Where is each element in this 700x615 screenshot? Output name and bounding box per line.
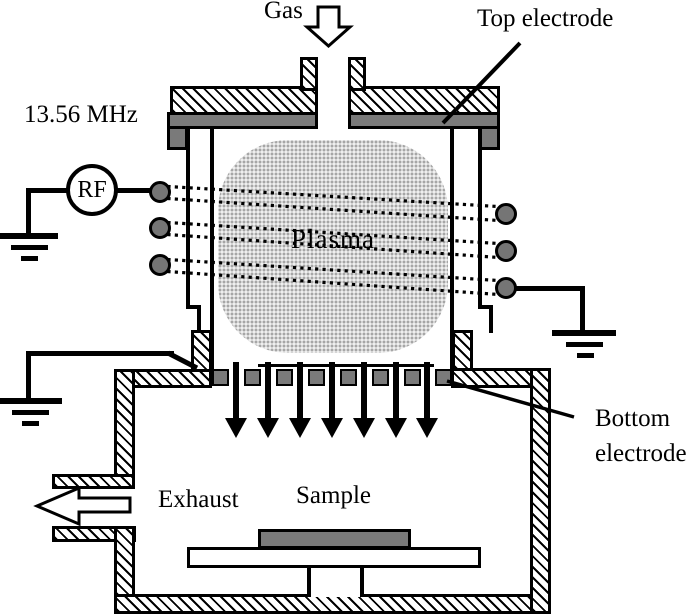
ion-arrow-shaft xyxy=(424,362,430,420)
ion-arrow-head xyxy=(289,418,311,438)
ground-icon xyxy=(566,342,603,347)
sample-label: Sample xyxy=(296,482,371,509)
bottom-electrode-segment xyxy=(372,369,389,386)
rf-wire-right xyxy=(112,188,152,193)
bottom-electrode-label: Bottom electrode xyxy=(595,405,687,467)
bottom-electrode-segment xyxy=(212,369,229,386)
ion-arrow-head xyxy=(385,418,407,438)
top-plate-right-stub xyxy=(348,57,366,91)
ion-arrow-shaft xyxy=(329,362,335,420)
tube-wall-right-outer-low xyxy=(489,305,493,333)
top-electrode-leader-line xyxy=(441,41,522,125)
bottom-electrode-leader-line xyxy=(446,379,575,419)
coil-turn-icon xyxy=(149,217,171,239)
tube-wall-right-step xyxy=(478,305,493,309)
coil-turn-icon xyxy=(149,181,171,203)
top-electrode-label: Top electrode xyxy=(477,5,614,32)
electrode-ground-wire-diagonal xyxy=(166,350,199,371)
coil-turn-icon xyxy=(495,240,517,262)
ground-icon xyxy=(11,245,48,250)
ground-icon xyxy=(21,256,38,261)
sample-stage xyxy=(187,547,481,568)
top-plate-left-stub xyxy=(300,57,318,91)
gas-inlet-arrow-icon xyxy=(303,5,354,49)
coil-ground-wire-h xyxy=(514,286,585,291)
rf-wire-left xyxy=(28,188,68,193)
electrode-ground-wire-h xyxy=(28,351,174,356)
ion-arrow-head xyxy=(416,418,438,438)
ground-icon xyxy=(0,233,58,239)
tube-wall-right-inner xyxy=(450,126,454,372)
bottom-electrode-grid-bar xyxy=(258,364,434,367)
exhaust-duct-upper-wall xyxy=(52,474,135,489)
ion-arrow-shaft xyxy=(297,362,303,420)
coil-turn-icon xyxy=(495,277,517,299)
ground-icon xyxy=(22,421,39,426)
tube-wall-left-step xyxy=(186,305,201,309)
top-electrode-right xyxy=(348,112,500,129)
tube-wall-left-outer-low xyxy=(197,305,201,333)
plasma-label: Plasma xyxy=(291,224,375,254)
top-electrode-left xyxy=(167,112,318,129)
exhaust-arrow-icon xyxy=(33,485,132,527)
bottom-electrode-segment xyxy=(276,369,293,386)
tube-wall-left-outer xyxy=(186,126,190,309)
ground-icon xyxy=(12,410,49,415)
bottom-electrode-segment xyxy=(308,369,325,386)
ion-arrow-head xyxy=(225,418,247,438)
gas-label: Gas xyxy=(264,0,303,24)
coil-ground-wire-v xyxy=(580,286,585,332)
ion-arrow-head xyxy=(257,418,279,438)
ground-icon xyxy=(577,353,594,358)
rf-wire-down xyxy=(26,188,31,235)
exhaust-label: Exhaust xyxy=(158,486,239,513)
ion-arrow-shaft xyxy=(361,362,367,420)
bottom-electrode-segment xyxy=(340,369,357,386)
rf-source: RF xyxy=(66,164,118,216)
plasma-region xyxy=(218,140,448,353)
stage-pedestal xyxy=(307,568,364,597)
rf-label: RF xyxy=(77,176,107,203)
ion-arrow-shaft xyxy=(393,362,399,420)
ground-icon xyxy=(552,330,616,336)
ion-arrow-shaft xyxy=(265,362,271,420)
ground-icon xyxy=(0,398,62,404)
chamber-wall-right xyxy=(530,368,551,614)
bottom-electrode-segment xyxy=(404,369,421,386)
frequency-label: 13.56 MHz xyxy=(24,101,138,128)
tube-wall-left-inner xyxy=(210,126,214,372)
coil-turn-icon xyxy=(149,254,171,276)
ion-arrow-head xyxy=(353,418,375,438)
tube-wall-right-outer xyxy=(478,126,482,309)
coil-field-lines xyxy=(159,184,507,297)
electrode-ground-wire-v xyxy=(26,351,31,400)
ion-arrow-head xyxy=(321,418,343,438)
bottom-electrode-segment xyxy=(244,369,261,386)
coil-turn-icon xyxy=(495,203,517,225)
ion-arrow-shaft xyxy=(233,362,239,420)
